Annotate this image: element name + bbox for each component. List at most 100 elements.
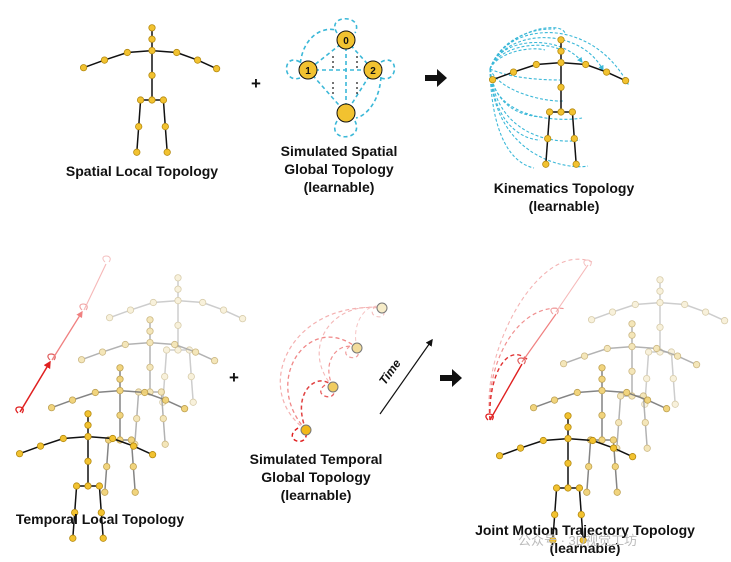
joint bbox=[628, 367, 636, 375]
joint bbox=[628, 331, 636, 339]
bone bbox=[635, 301, 661, 306]
joint bbox=[84, 457, 92, 465]
joint bbox=[137, 96, 145, 104]
bone bbox=[571, 111, 576, 139]
bone bbox=[533, 399, 555, 409]
caption-line: Global Topology bbox=[284, 161, 394, 177]
joint bbox=[564, 459, 572, 467]
bone bbox=[554, 391, 578, 401]
joint bbox=[570, 135, 578, 143]
bone bbox=[645, 351, 650, 379]
bone bbox=[73, 485, 78, 513]
joint bbox=[116, 411, 124, 419]
bone bbox=[631, 345, 657, 350]
joint-motion-skeletons bbox=[495, 276, 729, 544]
bone bbox=[573, 138, 577, 165]
joint bbox=[552, 484, 561, 492]
joint bbox=[161, 440, 169, 448]
bone bbox=[98, 485, 103, 513]
bone bbox=[188, 349, 193, 377]
joint bbox=[84, 482, 92, 490]
spatial-local-skeleton bbox=[80, 24, 221, 156]
joint bbox=[71, 508, 79, 517]
caption-line: Joint Motion Trajectory Topology bbox=[475, 522, 695, 538]
joint bbox=[615, 418, 623, 427]
joint bbox=[103, 462, 111, 471]
joint bbox=[199, 298, 207, 307]
plus-sign-bottom: + bbox=[229, 368, 239, 387]
bone bbox=[684, 303, 706, 313]
bone bbox=[190, 376, 194, 403]
joint bbox=[611, 462, 619, 471]
arrow-right-icon-2 bbox=[440, 369, 462, 387]
joint bbox=[123, 48, 131, 57]
bone bbox=[105, 439, 110, 467]
temporal-local-skeletons bbox=[15, 274, 247, 542]
joint bbox=[106, 314, 114, 322]
joint bbox=[573, 388, 581, 397]
joint bbox=[181, 405, 189, 413]
joint bbox=[159, 414, 167, 423]
joint bbox=[579, 536, 587, 544]
joint bbox=[148, 46, 156, 55]
bone bbox=[130, 301, 154, 311]
bone bbox=[104, 51, 128, 61]
caption-spatial-local-text: Spatial Local Topology bbox=[65, 163, 219, 179]
bone bbox=[656, 347, 678, 357]
joint bbox=[580, 352, 589, 360]
caption-simulated-spatial: Simulated Spatial Global Topology (learn… bbox=[253, 142, 425, 196]
bone bbox=[499, 447, 521, 457]
joint bbox=[598, 386, 606, 395]
watermark: 公众号 · 3D视觉工坊 bbox=[518, 533, 638, 548]
bone bbox=[642, 395, 647, 423]
caption-line: (learnable) bbox=[280, 487, 352, 503]
node-1 bbox=[298, 60, 318, 80]
node-2 bbox=[363, 60, 383, 80]
joint bbox=[557, 36, 565, 44]
joint bbox=[598, 411, 606, 419]
joint bbox=[551, 510, 559, 519]
joint bbox=[239, 315, 247, 323]
bone bbox=[102, 343, 126, 353]
temporal-local-trajectory bbox=[15, 255, 111, 414]
joint bbox=[549, 536, 557, 544]
joint bbox=[575, 484, 584, 492]
joint bbox=[73, 482, 81, 490]
caption-line: Temporal Local Topology bbox=[15, 511, 185, 527]
joint-motion-trajectories bbox=[485, 258, 593, 421]
joint bbox=[126, 306, 135, 314]
joint bbox=[189, 398, 197, 406]
joint bbox=[656, 287, 664, 295]
bone bbox=[560, 61, 586, 66]
joint bbox=[643, 374, 651, 383]
node-label-0: 0 bbox=[343, 36, 349, 47]
joint bbox=[148, 35, 156, 43]
joint bbox=[656, 298, 664, 307]
bone bbox=[95, 389, 121, 394]
caption-line: (learnable) bbox=[549, 540, 621, 556]
joint bbox=[129, 462, 137, 471]
bone bbox=[162, 99, 167, 127]
joint bbox=[174, 321, 182, 329]
bone bbox=[176, 51, 198, 61]
joint bbox=[135, 123, 143, 131]
node-label-2: 2 bbox=[370, 66, 376, 77]
bone bbox=[585, 63, 607, 73]
bone bbox=[87, 435, 113, 440]
joint bbox=[161, 123, 169, 131]
joint bbox=[146, 327, 154, 335]
joint bbox=[148, 24, 156, 32]
joint bbox=[602, 68, 611, 76]
bone bbox=[670, 351, 675, 379]
bone bbox=[659, 301, 685, 306]
joint bbox=[577, 510, 585, 519]
joint bbox=[557, 108, 565, 116]
bone bbox=[119, 389, 145, 394]
bone bbox=[100, 512, 104, 539]
bone bbox=[104, 466, 108, 493]
joint bbox=[621, 77, 630, 85]
plus-sign-top: + bbox=[251, 74, 261, 93]
joint bbox=[509, 68, 518, 76]
joint bbox=[656, 323, 664, 331]
